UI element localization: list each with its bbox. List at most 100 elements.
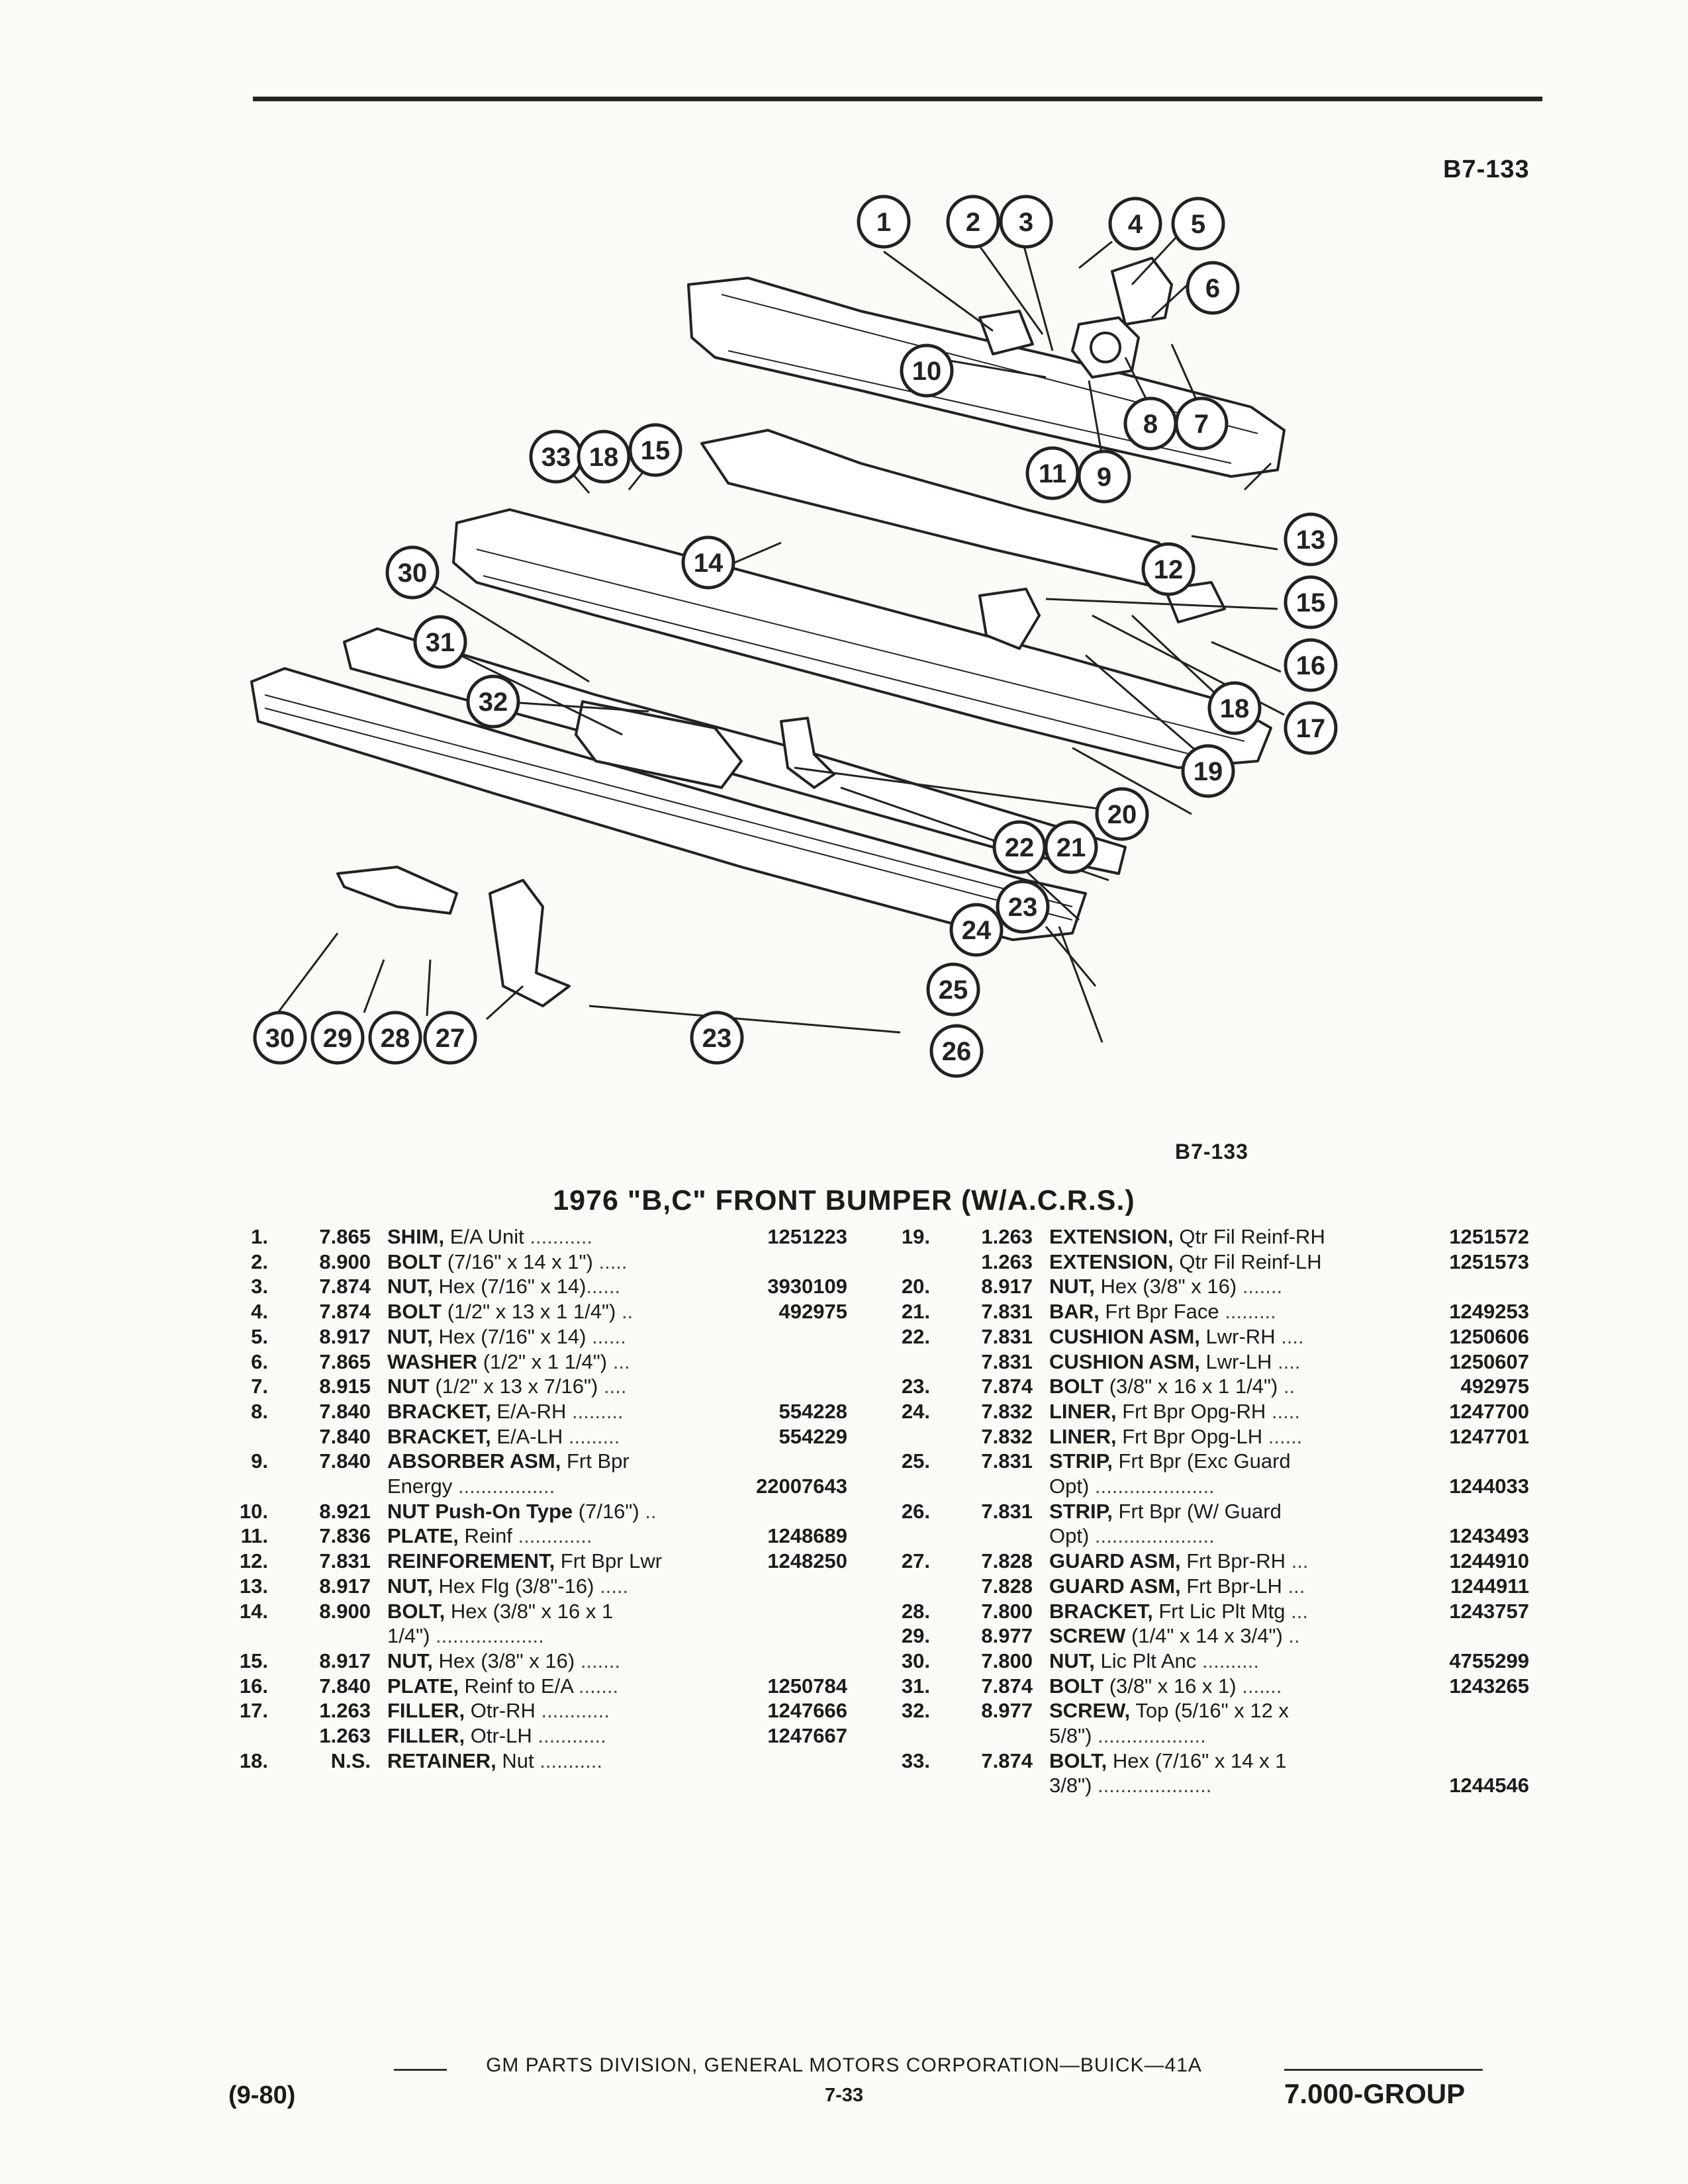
item-number: 6. [251,1349,268,1373]
part-detail: Otr-RH [465,1699,541,1723]
svg-text:29: 29 [323,1024,353,1053]
part-detail: Lwr-RH [1199,1324,1282,1348]
part-name: BOLT, [387,1599,445,1623]
callout-29: 29 [310,1011,365,1065]
callout-18b: 18 [577,430,631,484]
part-description: CUSHION ASM, Lwr-RH .... [1033,1324,1417,1349]
part-detail: Hex (3/8" x 16) [432,1649,581,1672]
part-name: NUT, [387,1324,433,1348]
part-number [735,1324,847,1349]
part-name: FILLER, [387,1724,465,1748]
part-number: 1250607 [1449,1349,1529,1373]
part-description: RETAINER, Nut ........... [371,1749,735,1774]
dot-leader: .. [621,1300,633,1324]
dot-leader: ........... [539,1749,602,1772]
part-name: NUT, [387,1574,433,1598]
svg-text:12: 12 [1154,555,1184,584]
group-code: 7.836 [319,1524,371,1548]
item-number: 26. [901,1499,930,1523]
svg-text:1: 1 [876,208,891,237]
svg-text:18: 18 [1220,694,1250,723]
part-description: NUT, Hex (7/16" x 14)...... [371,1274,735,1299]
part-number [735,1250,847,1275]
part-detail: Frt Bpr [561,1449,630,1473]
item-number [218,1623,268,1649]
group-code: 7.831 [981,1449,1033,1473]
part-description: Opt) ..................... [1033,1524,1417,1549]
cushion-part [780,717,835,789]
group-code: 8.977 [981,1699,1033,1723]
part-name: SCREW [1049,1624,1126,1648]
dot-leader: .... [1281,1324,1304,1348]
dot-leader: ....... [1242,1275,1283,1298]
item-number [880,1773,930,1798]
callout-25: 25 [926,962,980,1017]
dot-leader: .. [1288,1624,1300,1648]
part-detail: Frt Bpr-LH [1180,1574,1288,1598]
group-code: 8.917 [319,1574,371,1598]
part-name: SHIM, [387,1225,445,1248]
item-number: 8. [251,1399,268,1423]
group-code: 8.917 [319,1649,371,1672]
dot-leader: ...... [1268,1424,1303,1448]
part-number [735,1599,847,1624]
svg-text:17: 17 [1296,714,1326,743]
svg-text:15: 15 [1296,588,1326,617]
part-detail: Nut [496,1749,540,1772]
item-number [880,1424,930,1449]
item-number: 29. [901,1624,930,1648]
part-detail: (1/4" x 14 x 3/4") [1125,1624,1289,1648]
part-description: BOLT, Hex (3/8" x 16 x 1 [371,1599,735,1624]
part-detail: (1/2" x 1 1/4") [477,1349,613,1373]
item-number: 18. [239,1749,268,1772]
callout-32: 32 [466,674,520,729]
callout-16: 16 [1284,638,1338,692]
part-number [735,1349,847,1375]
group-code: 1.263 [319,1724,371,1748]
svg-text:27: 27 [436,1024,465,1053]
item-number: 3. [251,1275,268,1298]
part-description: NUT, Hex (3/8" x 16) ....... [1033,1274,1417,1299]
group-code: 8.917 [981,1275,1033,1298]
callout-21: 21 [1044,820,1098,874]
part-name: CUSHION ASM, [1049,1349,1200,1373]
part-detail: Frt Bpr Lwr [555,1549,663,1573]
part-detail: Qtr Fil Reinf-LH [1173,1250,1322,1273]
group-code: 7.874 [981,1749,1033,1772]
part-name: CUSHION ASM, [1049,1324,1200,1348]
part-detail: Frt Lic Plt Mtg [1152,1599,1291,1623]
part-description: BOLT (7/16" x 14 x 1") ..... [371,1250,735,1275]
part-number [735,1649,847,1674]
item-number: 7. [251,1375,268,1398]
group-code [268,1623,371,1649]
svg-text:14: 14 [694,549,724,578]
part-description: NUT Push-On Type (7/16") .. [371,1499,735,1524]
part-number [1417,1274,1529,1299]
group-code: 1.263 [981,1225,1033,1248]
part-description: STRIP, Frt Bpr (W/ Guard [1033,1499,1417,1524]
figure-id-bottom: B7-133 [1175,1140,1248,1163]
item-number: 27. [901,1549,930,1573]
part-detail: Top (5/16" x 12 x [1130,1699,1289,1723]
part-number: 22007643 [756,1475,847,1498]
part-number: 4755299 [1449,1649,1529,1672]
group-code [268,1474,371,1499]
part-detail: Reinf [458,1524,518,1548]
svg-text:23: 23 [1008,893,1038,922]
part-description: FILLER, Otr-LH ............ [371,1723,735,1749]
part-name: EXTENSION, [1049,1250,1174,1273]
svg-text:11: 11 [1039,459,1066,488]
part-name: BAR, [1049,1300,1100,1324]
part-number: 1249253 [1449,1300,1529,1324]
bracket-part [1111,257,1173,326]
group-code: 7.831 [981,1499,1033,1523]
